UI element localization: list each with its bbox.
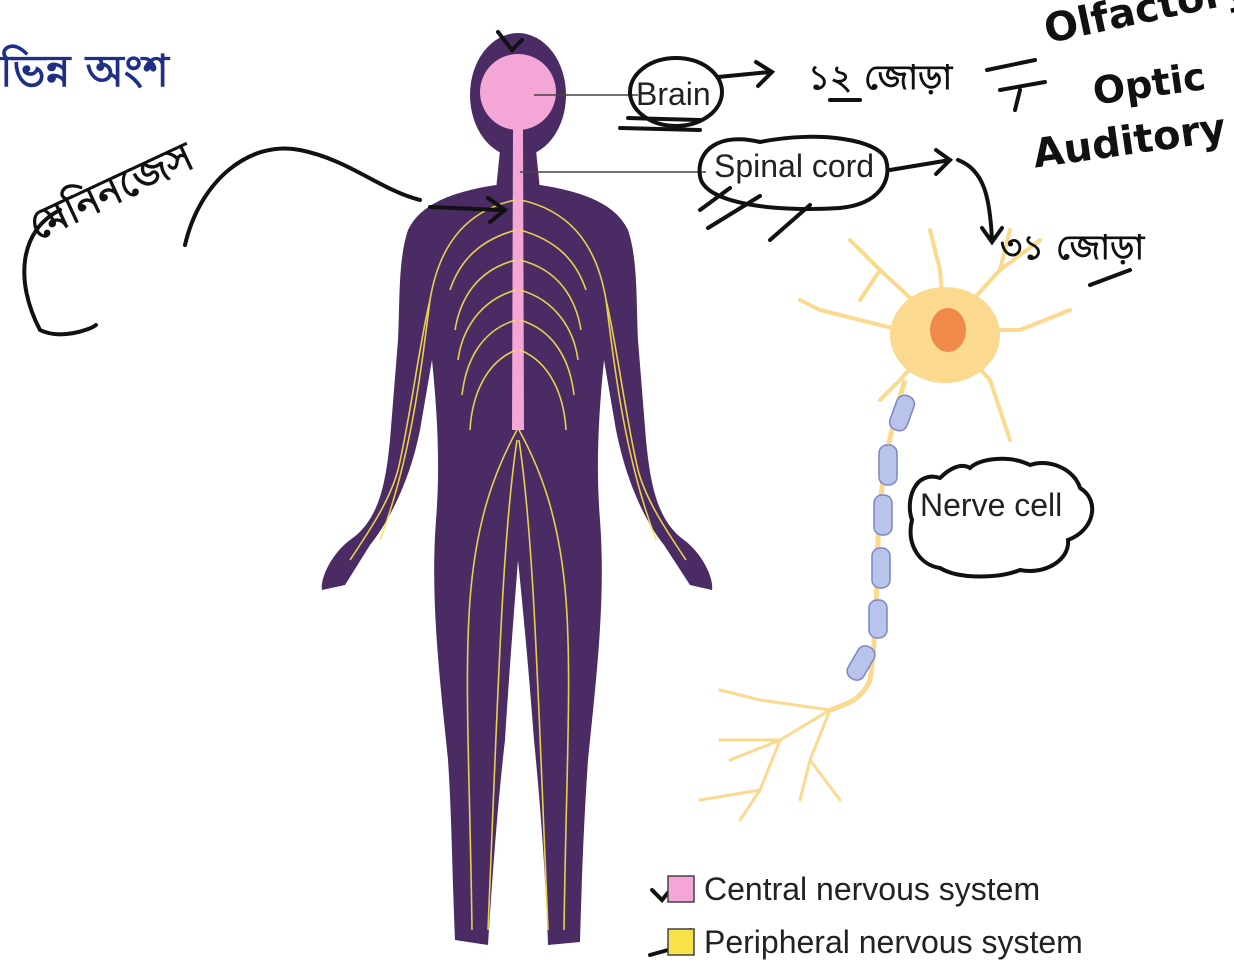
neuron-illustration — [700, 230, 1070, 820]
annotation-brain-pairs: ১২ জোড়া — [808, 52, 952, 109]
nerve-cell-label: Nerve cell — [920, 487, 1062, 524]
legend-label-pns: Peripheral nervous system — [704, 924, 1083, 961]
legend-swatch-cns — [668, 876, 694, 902]
spinal-cord-label: Spinal cord — [714, 148, 874, 185]
page-title: ভিন্ন অংশ — [0, 38, 169, 111]
annotation-spinal-pairs: ৩১ জোড়া — [1000, 222, 1144, 279]
legend-label-cns: Central nervous system — [704, 871, 1040, 908]
brain-label: Brain — [636, 76, 711, 113]
nucleus-shape — [930, 308, 966, 352]
legend-swatch-pns — [668, 929, 694, 955]
spinal-cord-shape — [512, 128, 524, 430]
brain-shape — [480, 54, 556, 130]
